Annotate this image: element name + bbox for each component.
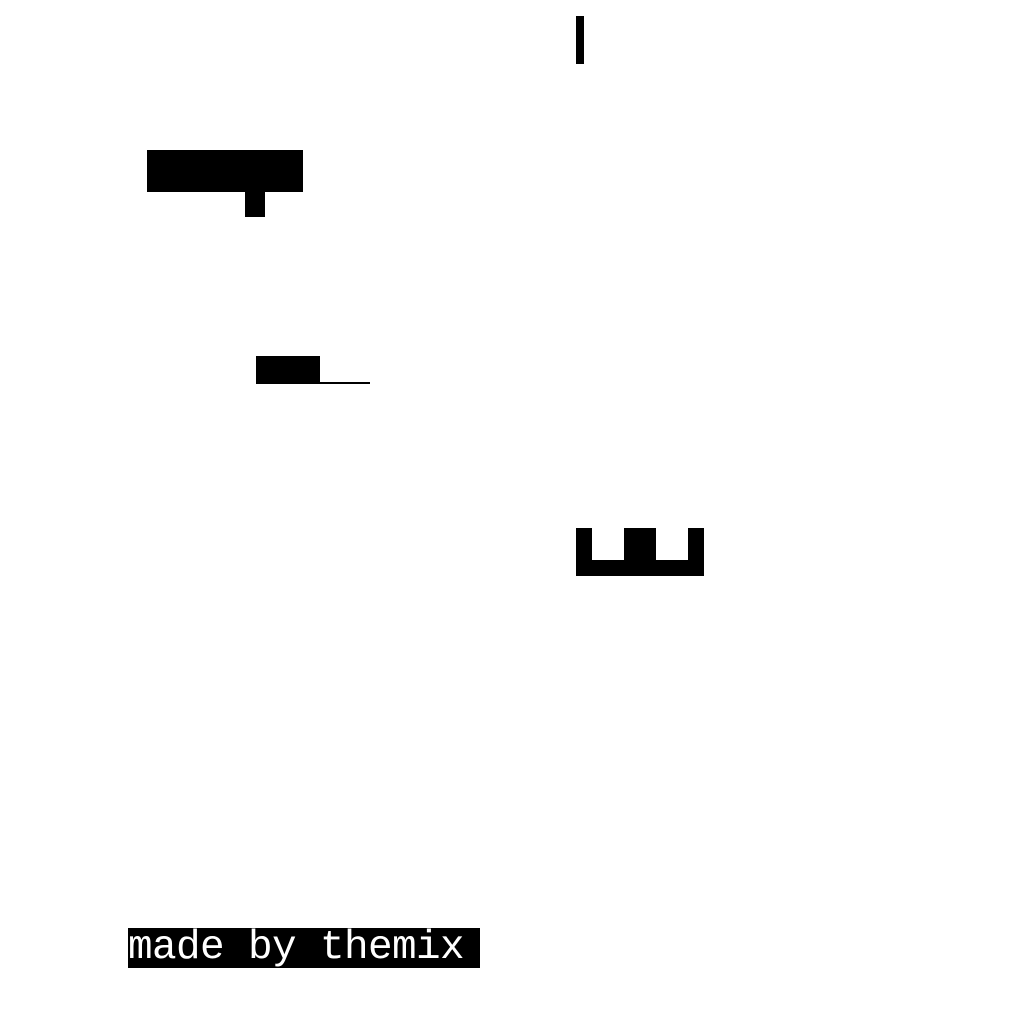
small-block (256, 356, 320, 384)
underline (320, 382, 370, 384)
t-shape-stem (245, 192, 265, 217)
vertical-bar (576, 16, 584, 64)
credit-label: made by themix (128, 928, 480, 968)
comb-notch-left (592, 528, 624, 560)
comb-notch-right (656, 528, 688, 560)
t-shape-top (147, 150, 303, 192)
